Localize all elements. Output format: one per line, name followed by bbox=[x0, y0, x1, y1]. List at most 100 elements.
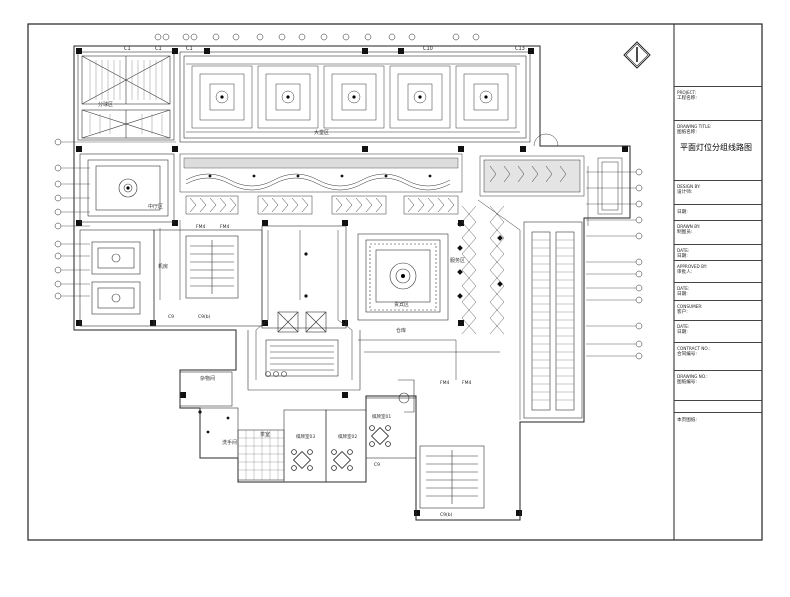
tb-rule bbox=[674, 300, 762, 301]
right-tag-circles bbox=[635, 168, 643, 360]
room-label-tea3: 棋牌室03 bbox=[296, 433, 315, 440]
svg-text:C13: C13 bbox=[515, 46, 525, 52]
circuit-wiring bbox=[159, 63, 589, 420]
tb-rule bbox=[674, 180, 762, 181]
tb-rule bbox=[674, 220, 762, 221]
room-label-right-hall: 服务区 bbox=[450, 257, 465, 264]
stair-tag-1: C9 bbox=[168, 314, 174, 320]
tb-date2-cn: 日期: bbox=[677, 292, 688, 297]
door-swing bbox=[533, 133, 559, 147]
tb-rule bbox=[674, 260, 762, 261]
tb-drawn-cn: 制图员: bbox=[677, 230, 693, 235]
room-label-top-hall: 大堂区 bbox=[314, 129, 329, 136]
escalator bbox=[523, 221, 583, 419]
tb-drawing-no-cn: 图纸编号: bbox=[677, 380, 697, 385]
room-label-wash: 洗手间 bbox=[222, 439, 237, 446]
fire-door-tag-2: FM4 bbox=[220, 224, 229, 230]
tb-project-en: PROJECT: bbox=[677, 90, 697, 95]
svg-text:C1: C1 bbox=[155, 46, 162, 52]
left-tag-circles bbox=[54, 138, 62, 300]
mahjong-table-icon bbox=[291, 425, 391, 471]
coffer-5 bbox=[455, 65, 517, 129]
left-leaders bbox=[61, 141, 176, 297]
title-block: PROJECT: 工程名称: DRAWING TITLE: 图纸名称: 平面灯位… bbox=[674, 24, 762, 540]
top-left-hatch bbox=[89, 60, 163, 134]
column-tags: C1 C1 C1 C10 C13 bbox=[124, 46, 525, 52]
elevator-core bbox=[247, 225, 361, 391]
tb-approved-en: APPROVED BY: bbox=[677, 264, 708, 269]
tb-rule bbox=[674, 204, 762, 205]
ceiling-coffers bbox=[191, 65, 517, 129]
fire-door-tag-3: FM4 bbox=[440, 380, 449, 386]
light-fixtures bbox=[198, 174, 503, 434]
lower-stair bbox=[419, 445, 485, 509]
sofa bbox=[398, 379, 415, 413]
tb-contract-cn: 合同编号: bbox=[677, 352, 697, 357]
coffer-lights bbox=[220, 95, 488, 99]
drawing-title: 平面灯位分组线路图 bbox=[680, 143, 752, 152]
center-lounge-light bbox=[401, 274, 405, 278]
tb-date3-en: DATE: bbox=[677, 324, 690, 329]
tb-date1-cn: 日期: bbox=[677, 254, 688, 259]
sheet-border bbox=[27, 23, 763, 541]
coffer-2 bbox=[257, 65, 319, 129]
tb-rule bbox=[674, 120, 762, 121]
tb-approved-cn: 审批人: bbox=[677, 270, 693, 275]
room-label-top-left: 分球区 bbox=[98, 101, 113, 108]
fire-door-tag-1: FM4 bbox=[196, 224, 205, 230]
tea-rooms bbox=[283, 397, 417, 483]
coffer-1 bbox=[191, 65, 253, 129]
tb-design-en: DESIGN BY: bbox=[677, 184, 701, 189]
stair-tag-2: C9(b) bbox=[198, 314, 211, 320]
fire-door-tag-4: FM4 bbox=[462, 380, 471, 386]
room-label-tea1: 棋牌室01 bbox=[372, 413, 391, 420]
tb-drawn-en: DRAWN BY: bbox=[677, 224, 701, 229]
tb-rule bbox=[674, 400, 762, 401]
tb-date3-cn: 日期: bbox=[677, 330, 688, 335]
coffer-4 bbox=[389, 65, 451, 129]
tb-rule bbox=[674, 412, 762, 413]
tb-drawing-en: DRAWING TITLE: bbox=[677, 124, 712, 129]
top-axis-markers bbox=[154, 33, 480, 41]
tb-drawing-no-en: DRAWING NO.: bbox=[677, 374, 708, 379]
top-hall bbox=[179, 51, 531, 143]
north-arrow-icon bbox=[623, 41, 651, 69]
right-leaders bbox=[586, 171, 636, 357]
tb-rule bbox=[674, 370, 762, 371]
right-upper-panel bbox=[479, 155, 623, 215]
stair-tag-3: C9(b) bbox=[440, 512, 453, 518]
building-walls bbox=[73, 45, 631, 521]
tb-date1-en: DATE: bbox=[677, 248, 690, 253]
tb-rule bbox=[674, 320, 762, 321]
tb-rule bbox=[674, 86, 762, 87]
svg-text:C10: C10 bbox=[423, 46, 433, 52]
tb-remark-cn: 本页图纸: bbox=[677, 418, 697, 423]
tb-drawing-cn: 图纸名称: bbox=[677, 130, 697, 135]
svg-text:C1: C1 bbox=[124, 46, 131, 52]
lattice-screen bbox=[461, 205, 505, 335]
tb-contract-en: CONTRACT NO.: bbox=[677, 346, 711, 351]
room-label-center: 贵宾区 bbox=[394, 301, 409, 308]
machine-room-stair bbox=[153, 229, 263, 327]
room-label-storage: 仓库 bbox=[396, 327, 406, 334]
coffer-3 bbox=[323, 65, 385, 129]
stair-tag-4: C9 bbox=[374, 462, 380, 468]
escalator-steps bbox=[532, 239, 574, 401]
room-label-machine-room: 机房 bbox=[158, 263, 168, 270]
room-label-lounge: 茶室 bbox=[260, 431, 270, 438]
tb-consumer-en: CONSUMER: bbox=[677, 304, 703, 309]
tb-project-cn: 工程名称: bbox=[677, 96, 697, 101]
tb-rule bbox=[674, 244, 762, 245]
room-label-tea2: 棋牌室02 bbox=[338, 433, 357, 440]
wave-ceiling-band bbox=[179, 153, 463, 193]
tb-consumer-cn: 客户: bbox=[677, 310, 688, 315]
left-hall-light bbox=[126, 186, 130, 190]
center-lounge bbox=[357, 233, 449, 321]
tb-check-cn: 日期: bbox=[677, 210, 688, 215]
tb-design-cn: 设计师: bbox=[677, 190, 693, 195]
room-label-left-hall: 中厅区 bbox=[148, 203, 163, 210]
tb-date2-en: DATE: bbox=[677, 286, 690, 291]
left-hall bbox=[79, 153, 175, 223]
tb-rule bbox=[674, 342, 762, 343]
